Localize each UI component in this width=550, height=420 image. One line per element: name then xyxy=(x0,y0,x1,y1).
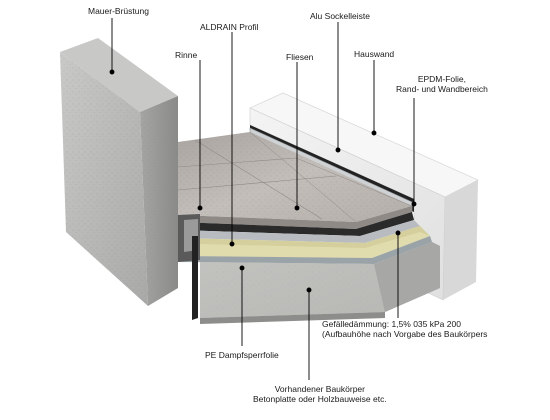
tile-surface xyxy=(177,131,413,229)
insulation-layer xyxy=(178,226,432,264)
leader-lines xyxy=(109,18,417,380)
drainage-layer xyxy=(178,220,420,243)
label-alu-sockelleiste: Alu Sockelleiste xyxy=(310,11,371,21)
label-mauer-bruestung: Mauer-Brüstung xyxy=(88,6,149,16)
label-rinne: Rinne xyxy=(175,50,198,60)
concrete-slab xyxy=(200,242,440,324)
label-gefaelledaemmung: Gefälledämmung: 1,5% 035 kPa 200 (Aufbau… xyxy=(322,319,488,339)
label-vorhandener-baukoerper: Vorhandener Baukörper Betonplatte oder H… xyxy=(253,384,387,404)
epdm-membrane xyxy=(178,212,414,236)
label-pe-dampfsperrfolie: PE Dampfsperrfolie xyxy=(205,350,279,360)
label-epdm-folie: EPDM-Folie, Rand- und Wandbereich xyxy=(396,74,488,94)
label-hauswand: Hauswand xyxy=(354,49,395,59)
gutter-channel xyxy=(178,214,200,320)
parapet-wall xyxy=(60,38,178,306)
label-fliesen: Fliesen xyxy=(286,52,314,62)
label-aldrain-profil: ALDRAIN Profil xyxy=(200,22,259,32)
